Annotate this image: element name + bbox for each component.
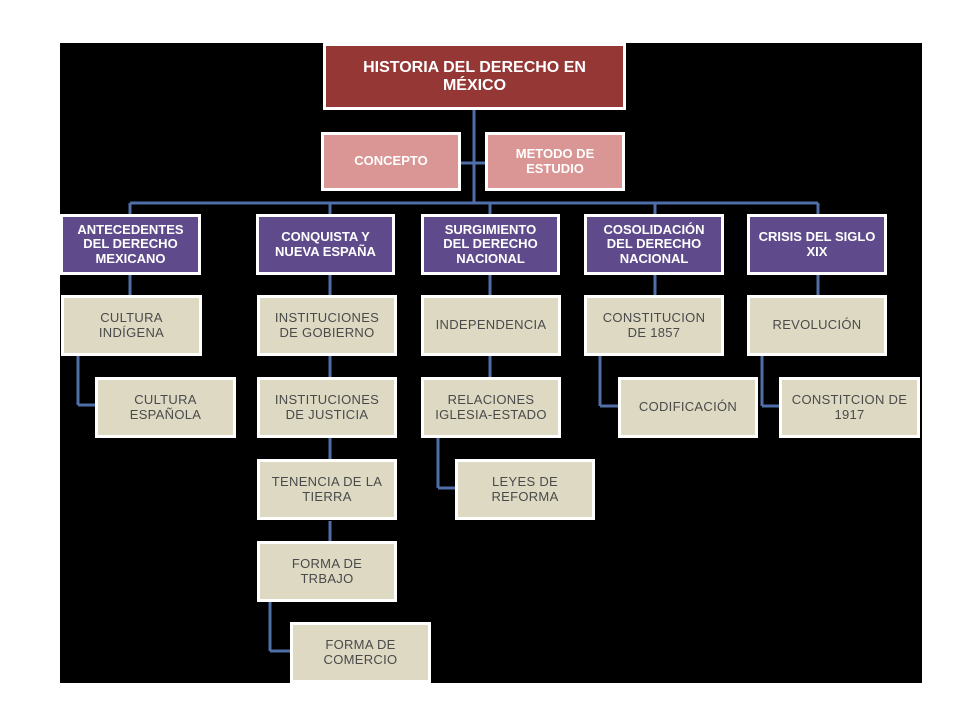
item-forma-trabajo: FORMA DE TRBAJO — [257, 541, 397, 602]
item-cultura-indigena: CULTURA INDÍGENA — [61, 295, 202, 356]
item-independencia-text: INDEPENDENCIA — [435, 317, 547, 333]
header-crisis-siglo-xix: CRISIS DEL SIGLO XIX — [747, 214, 887, 275]
metodo-estudio-box: METODO DE ESTUDIO — [485, 132, 625, 191]
item-forma-comercio: FORMA DE COMERCIO — [290, 622, 431, 683]
item-instituciones-gobierno-text: INSTITUCIONES DE GOBIERNO — [274, 309, 380, 340]
header-conquista-text: CONQUISTA Y NUEVA ESPAÑA — [275, 228, 376, 259]
item-constitucion-1917-text: CONSTITCION DE 1917 — [791, 391, 908, 422]
item-tenencia-tierra: TENENCIA DE LA TIERRA — [257, 459, 397, 520]
item-constitucion-1857: CONSTITUCION DE 1857 — [584, 295, 724, 356]
item-constitucion-1857-text: CONSTITUCION DE 1857 — [602, 309, 706, 340]
item-relaciones-iglesia-estado-text: RELACIONES IGLESIA-ESTADO — [435, 391, 547, 422]
item-independencia: INDEPENDENCIA — [421, 295, 561, 356]
item-codificacion-text: CODIFICACIÓN — [638, 399, 738, 415]
item-instituciones-justicia: INSTITUCIONES DE JUSTICIA — [257, 377, 397, 438]
item-constitucion-1917: CONSTITCION DE 1917 — [779, 377, 920, 438]
title-text: HISTORIA DEL DERECHO EN MÉXICO — [363, 58, 586, 94]
item-leyes-reforma: LEYES DE REFORMA — [455, 459, 595, 520]
item-cultura-espanola: CULTURA ESPAÑOLA — [95, 377, 236, 438]
item-tenencia-tierra-text: TENENCIA DE LA TIERRA — [271, 473, 383, 504]
item-forma-comercio-text: FORMA DE COMERCIO — [323, 636, 398, 667]
header-surgimiento-text: SURGIMIENTO DEL DERECHO NACIONAL — [443, 221, 538, 266]
connector-lines — [76, 110, 820, 653]
item-cultura-espanola-text: CULTURA ESPAÑOLA — [129, 391, 202, 422]
item-leyes-reforma-text: LEYES DE REFORMA — [491, 473, 559, 504]
concepto-text: CONCEPTO — [354, 153, 428, 169]
item-cultura-indigena-text: CULTURA INDÍGENA — [98, 309, 165, 340]
header-crisis-siglo-xix-text: CRISIS DEL SIGLO XIX — [758, 228, 876, 259]
header-consolidacion-text: COSOLIDACIÓN DEL DERECHO NACIONAL — [603, 221, 705, 266]
item-relaciones-iglesia-estado: RELACIONES IGLESIA-ESTADO — [421, 377, 561, 438]
concepto-box: CONCEPTO — [321, 132, 461, 191]
header-antecedentes-text: ANTECEDENTES DEL DERECHO MEXICANO — [77, 221, 184, 266]
item-forma-trabajo-text: FORMA DE TRBAJO — [291, 555, 363, 586]
item-instituciones-justicia-text: INSTITUCIONES DE JUSTICIA — [274, 391, 380, 422]
header-antecedentes: ANTECEDENTES DEL DERECHO MEXICANO — [60, 214, 201, 275]
metodo-estudio-text: METODO DE ESTUDIO — [515, 145, 595, 176]
item-revolucion-text: REVOLUCIÓN — [772, 317, 862, 333]
item-codificacion: CODIFICACIÓN — [618, 377, 758, 438]
item-revolucion: REVOLUCIÓN — [747, 295, 887, 356]
diagram-canvas: HISTORIA DEL DERECHO EN MÉXICO CONCEPTO … — [60, 43, 922, 683]
item-instituciones-gobierno: INSTITUCIONES DE GOBIERNO — [257, 295, 397, 356]
header-conquista: CONQUISTA Y NUEVA ESPAÑA — [256, 214, 395, 275]
header-surgimiento: SURGIMIENTO DEL DERECHO NACIONAL — [421, 214, 560, 275]
title-box: HISTORIA DEL DERECHO EN MÉXICO — [323, 43, 626, 110]
header-consolidacion: COSOLIDACIÓN DEL DERECHO NACIONAL — [584, 214, 724, 275]
